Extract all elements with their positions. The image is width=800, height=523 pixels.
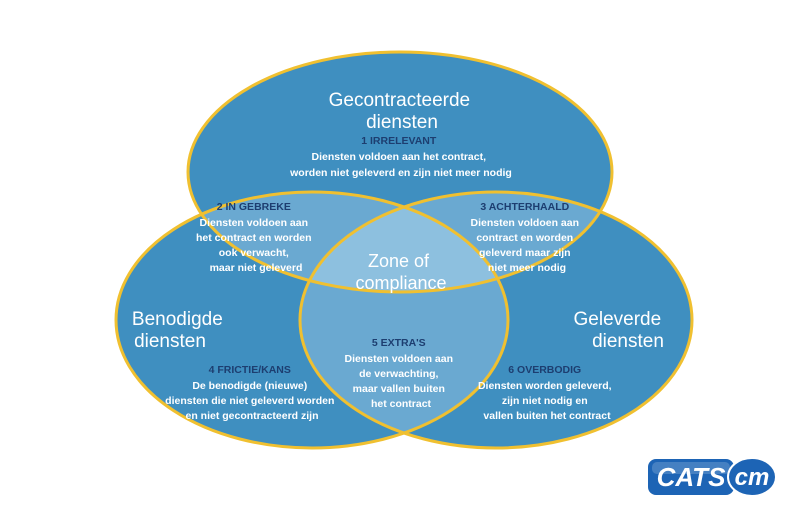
logo-left-badge-shine (652, 462, 730, 474)
circle-top-outline (186, 50, 614, 294)
zone-5-line: de verwachting, (359, 368, 438, 380)
circle-right-outline (298, 190, 694, 450)
zone-2-line: maar niet geleverd (210, 262, 303, 274)
zone-3-line: niet meer nodig (488, 262, 566, 274)
title-right-line: Geleverde (574, 309, 662, 330)
title-right: Geleverde diensten (574, 309, 667, 352)
logo-right-badge (727, 457, 777, 497)
zone-1-text: 1 IRRELEVANT Diensten voldoen aan het co… (289, 131, 512, 179)
title-left-line: diensten (134, 331, 206, 352)
zone-6-line: zijn niet nodig en (502, 395, 588, 407)
zone-5-line: maar vallen buiten (353, 383, 445, 395)
zone-4-line: diensten die niet geleverd worden (165, 395, 334, 407)
zone-5-text: 5 EXTRA'S Diensten voldoen aan de verwac… (345, 333, 458, 410)
zone-6-text: 6 OVERBODIG Diensten worden geleverd, zi… (478, 360, 616, 422)
zone-6-line: Diensten worden geleverd, (478, 380, 612, 392)
zone-5-line: het contract (371, 398, 432, 410)
title-top: Gecontracteerde diensten (329, 90, 476, 133)
title-top-line: diensten (366, 112, 438, 133)
circle-left-outline (114, 190, 510, 450)
zone-2-line: ook verwacht, (219, 247, 289, 259)
zone-1-line: Diensten voldoen aan het contract, (312, 151, 487, 163)
zone-3-line: Diensten voldoen aan (471, 217, 580, 229)
zone-3-text: 3 ACHTERHAALD Diensten voldoen aan contr… (471, 197, 584, 274)
zone-2-heading: 2 IN GEBREKE (217, 201, 291, 213)
center-label: Zone of compliance (355, 251, 446, 293)
zone-2-line: Diensten voldoen aan (200, 217, 309, 229)
title-left: Benodigde diensten (132, 309, 228, 352)
overlap-center (300, 192, 508, 292)
zone-6-line: vallen buiten het contract (483, 410, 611, 422)
zone-3-line: geleverd maar zijn (479, 247, 571, 259)
zone-1-line: worden niet geleverd en zijn niet meer n… (289, 167, 512, 179)
zone-4-line: De benodigde (nieuwe) (192, 380, 307, 392)
title-top-line: Gecontracteerde (329, 90, 471, 111)
zone-2-line: het contract en worden (196, 232, 312, 244)
zone-3-heading: 3 ACHTERHAALD (480, 201, 569, 213)
zone-3-line: contract en worden (476, 232, 573, 244)
logo-left-badge (648, 459, 734, 495)
zone-1-heading: 1 IRRELEVANT (361, 135, 437, 147)
logo-right-text: cm (735, 464, 770, 491)
zone-4-line: en niet gecontracteerd zijn (185, 410, 318, 422)
title-left-line: Benodigde (132, 309, 223, 330)
center-label-line: compliance (355, 273, 446, 293)
zone-5-line: Diensten voldoen aan (345, 353, 454, 365)
title-right-line: diensten (592, 331, 664, 352)
cats-cm-logo: CATS cm (648, 457, 777, 497)
zone-6-heading: 6 OVERBODIG (508, 364, 581, 376)
logo-left-text: CATS (657, 462, 727, 492)
zone-2-text: 2 IN GEBREKE Diensten voldoen aan het co… (196, 197, 316, 274)
zone-4-heading: 4 FRICTIE/KANS (209, 364, 291, 376)
zone-4-text: 4 FRICTIE/KANS De benodigde (nieuwe) die… (165, 360, 339, 422)
zone-5-heading: 5 EXTRA'S (372, 337, 426, 349)
center-label-line: Zone of (368, 251, 430, 271)
